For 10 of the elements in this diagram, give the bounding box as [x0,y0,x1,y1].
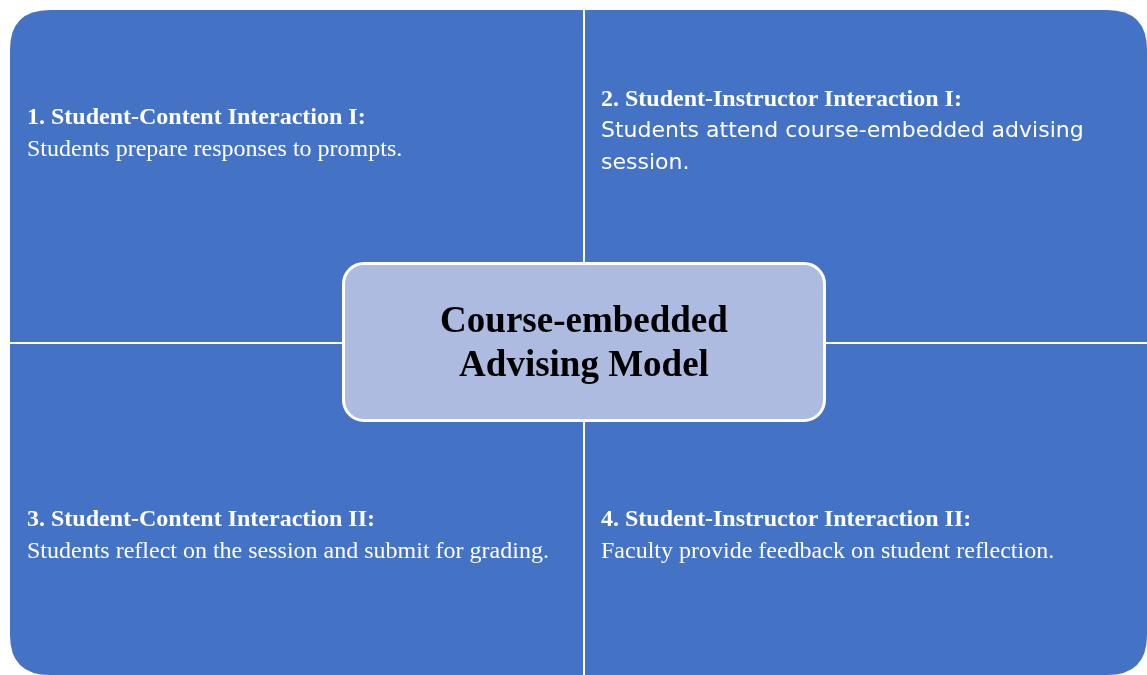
quadrant-description: Students attend course-embedded advising session. [601,116,1085,176]
quadrant-description: Faculty provide feedback on student reflection. [601,536,1056,565]
quadrant-heading: 4. Student-Instructor Interaction II: [601,504,973,533]
quadrant-heading: 2. Student-Instructor Interaction I: [601,84,963,113]
center-box [342,262,826,422]
quadrant-description: Students prepare responses to prompts. [27,134,404,163]
quadrant-heading: 3. Student-Content Interaction II: [27,504,376,533]
quadrant-description: Students reflect on the session and submit for grading. [27,536,550,565]
center-title: Course-embedded Advising Model [439,298,729,386]
quadrant-heading: 1. Student-Content Interaction I: [27,102,367,131]
